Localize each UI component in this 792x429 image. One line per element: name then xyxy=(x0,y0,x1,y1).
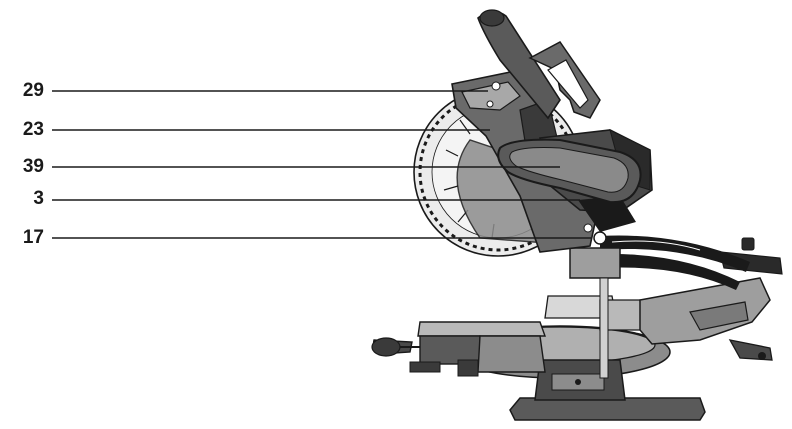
support-post xyxy=(569,247,621,379)
slide-rails xyxy=(600,235,750,290)
top-carry-handle xyxy=(477,9,601,120)
main-handle xyxy=(497,138,642,204)
callout-17: 17 xyxy=(22,227,44,248)
saw-base xyxy=(371,237,783,421)
callout-23: 23 xyxy=(22,119,44,140)
leader-lines xyxy=(52,90,592,239)
callout-39: 39 xyxy=(22,156,44,177)
callout-29: 29 xyxy=(22,80,44,101)
callout-3: 3 xyxy=(33,188,44,209)
